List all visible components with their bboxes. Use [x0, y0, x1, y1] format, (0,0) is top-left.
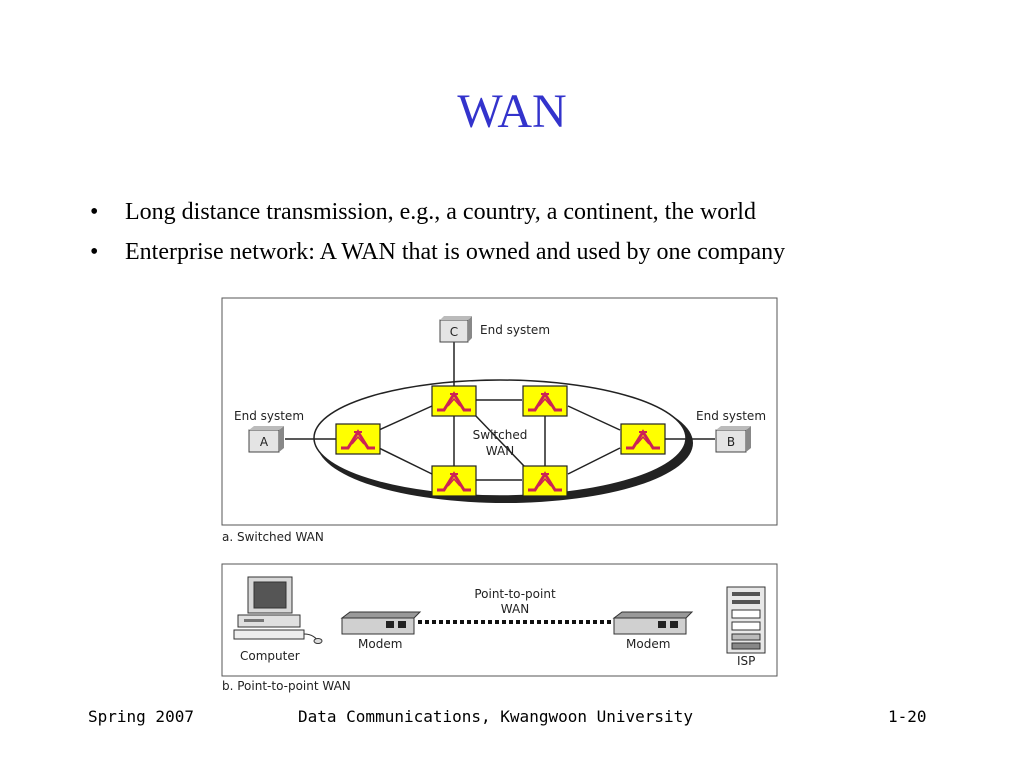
modem-left-label: Modem	[358, 637, 402, 651]
modem-right-icon	[612, 611, 694, 635]
cloud-label-line1: Switched	[473, 428, 528, 442]
switch-icon	[334, 422, 382, 456]
p2p-label-line2: WAN	[501, 602, 529, 616]
bullet-item: •Long distance transmission, e.g., a cou…	[90, 199, 756, 225]
figure-a-caption: a. Switched WAN	[222, 530, 324, 544]
computer-label: Computer	[240, 649, 300, 663]
end-system-b-letter: B	[727, 435, 735, 449]
switch-icon	[521, 464, 569, 498]
end-system-b-label: End system	[696, 409, 766, 423]
footer-course: Data Communications, Kwangwoon Universit…	[298, 707, 693, 726]
end-system-a-label: End system	[234, 409, 304, 423]
switch-icon	[430, 464, 478, 498]
isp-label: ISP	[737, 654, 755, 668]
cloud-label-line2: WAN	[486, 444, 514, 458]
footer-page-number: 1-20	[888, 707, 927, 726]
p2p-wan-frame	[221, 563, 778, 677]
switch-icon	[430, 384, 478, 418]
end-system-a-side	[279, 426, 284, 452]
bullet-list: •Long distance transmission, e.g., a cou…	[90, 196, 785, 276]
modem-left-icon	[340, 611, 422, 635]
end-system-a-letter: A	[260, 435, 269, 449]
bullet-text: Long distance transmission, e.g., a coun…	[125, 199, 756, 225]
end-system-c-letter: C	[450, 325, 458, 339]
bullet-item: •Enterprise network: A WAN that is owned…	[90, 239, 786, 265]
footer-date: Spring 2007	[88, 707, 194, 726]
switch-icon	[521, 384, 569, 418]
switched-wan-cloud	[313, 379, 687, 497]
switch-links	[285, 342, 715, 481]
end-system-c-label: End system	[480, 323, 550, 337]
bullet-text: Enterprise network: A WAN that is owned …	[125, 239, 786, 265]
end-system-b-top	[716, 426, 751, 430]
computer-icon	[233, 576, 323, 644]
switch-icon	[619, 422, 667, 456]
p2p-label-line1: Point-to-point	[474, 587, 556, 601]
modem-right-label: Modem	[626, 637, 670, 651]
slide-title: WAN	[457, 85, 567, 138]
isp-server-icon	[726, 586, 766, 654]
end-system-c-top	[440, 316, 472, 320]
end-system-a-top	[249, 426, 284, 430]
end-system-b-side	[746, 426, 751, 452]
end-system-c-side	[468, 316, 472, 342]
figure-b-caption: b. Point-to-point WAN	[222, 679, 351, 693]
